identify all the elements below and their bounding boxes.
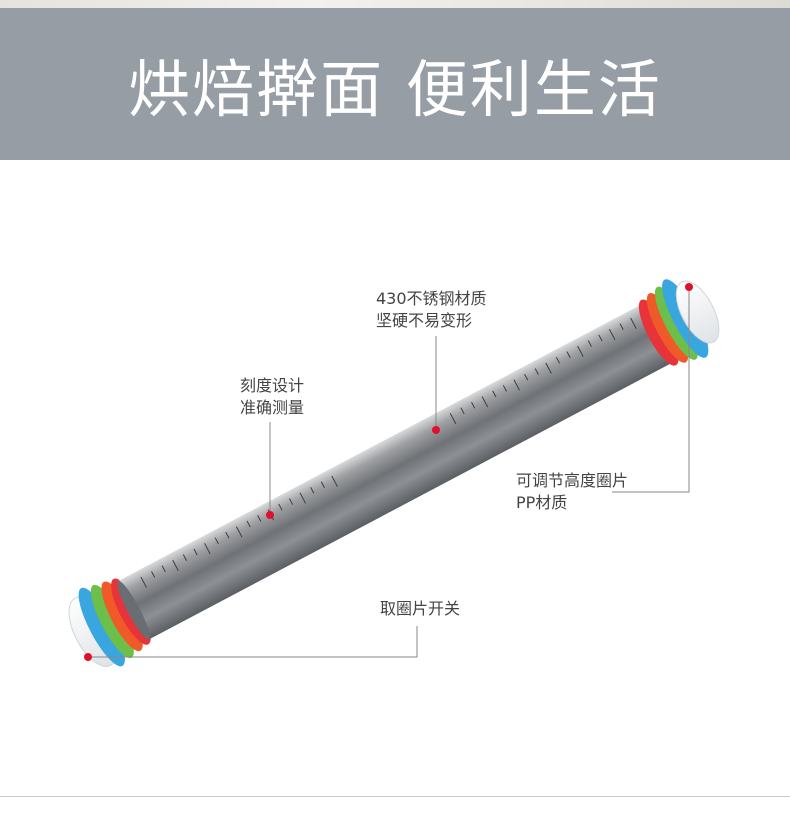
callout-scale-line1: 刻度设计 <box>240 376 305 395</box>
bottom-divider <box>0 796 790 797</box>
callout-rings-line2: PP材质 <box>516 493 568 512</box>
title-banner: 烘焙擀面 便利生活 <box>0 8 790 160</box>
callout-material-line2: 坚硬不易变形 <box>376 311 473 330</box>
callout-rings: 可调节高度圈片 PP材质 <box>516 470 628 514</box>
callout-rings-line1: 可调节高度圈片 <box>516 471 629 490</box>
top-photo-strip <box>0 0 790 8</box>
callout-scale: 刻度设计 准确测量 <box>240 375 304 419</box>
callout-leaders <box>88 287 690 658</box>
steel-body <box>118 304 673 640</box>
marker-scale <box>266 511 274 519</box>
callout-scale-line2: 准确测量 <box>240 398 305 417</box>
scale-marks-right <box>449 317 637 425</box>
scale-marks-left <box>140 475 338 588</box>
callout-markers <box>84 283 693 661</box>
callout-material-line1: 430不锈钢材质 <box>376 289 487 308</box>
marker-rings <box>685 283 693 291</box>
right-end-cap <box>675 280 720 344</box>
callout-switch: 取圈片开关 <box>380 598 460 620</box>
marker-material <box>432 426 440 434</box>
banner-title: 烘焙擀面 便利生活 <box>128 53 662 126</box>
callout-material: 430不锈钢材质 坚硬不易变形 <box>376 288 487 332</box>
marker-switch <box>84 653 92 661</box>
callout-switch-line1: 取圈片开关 <box>380 599 461 618</box>
